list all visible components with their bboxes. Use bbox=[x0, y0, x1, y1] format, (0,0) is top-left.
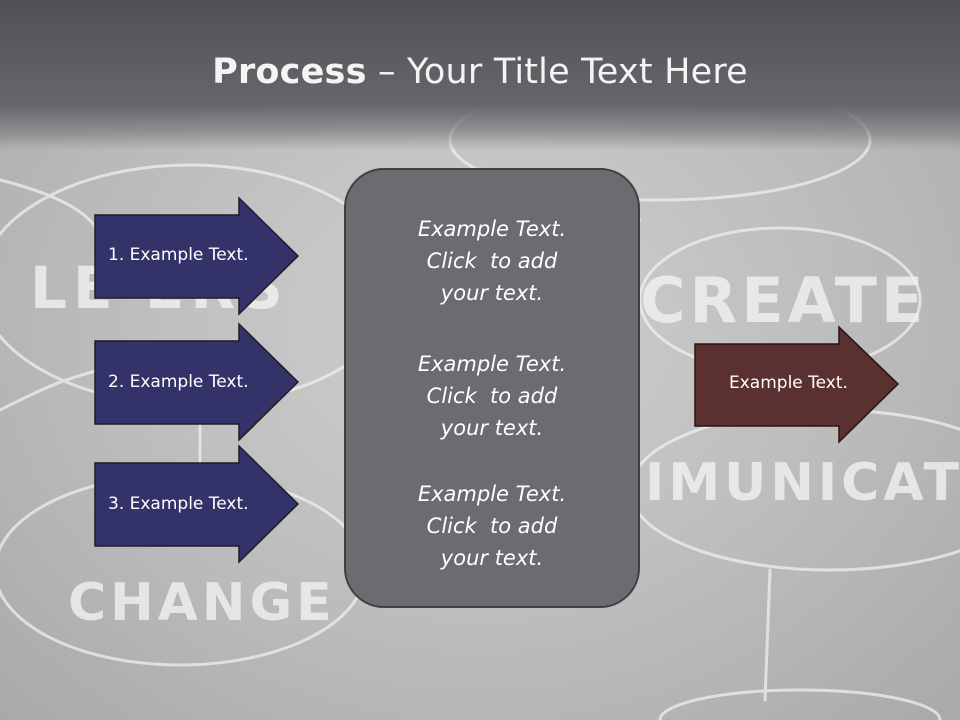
right-arrow-label: Example Text. bbox=[729, 373, 848, 393]
center-text-block-1[interactable]: Example Text. Click to add your text. bbox=[344, 213, 640, 309]
left-arrow-3-label: 3. Example Text. bbox=[108, 494, 249, 514]
left-arrow-1-label: 1. Example Text. bbox=[108, 245, 249, 265]
center-text-2-line3: your text. bbox=[440, 416, 544, 440]
center-text-2-line1: Example Text. bbox=[417, 352, 567, 376]
title-rest: – Your Title Text Here bbox=[366, 52, 748, 92]
left-arrow-1[interactable] bbox=[94, 196, 300, 316]
sketch-word-change: CHANGE bbox=[68, 573, 336, 633]
title-band bbox=[0, 0, 960, 150]
right-arrow[interactable] bbox=[694, 325, 900, 444]
sketch-word-communicate: IMUNICATE bbox=[645, 453, 960, 513]
center-text-3-line2: Click to add bbox=[426, 514, 558, 538]
center-text-3-line3: your text. bbox=[440, 546, 544, 570]
sketch-word-create: CREATE bbox=[640, 264, 927, 337]
center-content-box[interactable] bbox=[344, 168, 640, 608]
sketch-line-3 bbox=[763, 568, 772, 702]
center-text-block-3[interactable]: Example Text. Click to add your text. bbox=[344, 478, 640, 574]
sketch-line-5 bbox=[0, 368, 102, 412]
left-arrow-3[interactable] bbox=[94, 444, 300, 564]
left-arrow-2-label: 2. Example Text. bbox=[108, 372, 249, 392]
slide-title[interactable]: Process – Your Title Text Here bbox=[0, 52, 960, 92]
center-text-block-2[interactable]: Example Text. Click to add your text. bbox=[344, 348, 640, 444]
center-text-3-line1: Example Text. bbox=[417, 482, 567, 506]
title-bold: Process bbox=[212, 52, 367, 92]
sketch-ellipse-bottom bbox=[658, 688, 942, 720]
left-arrow-2[interactable] bbox=[94, 322, 300, 442]
center-text-1-line2: Click to add bbox=[426, 249, 558, 273]
center-text-1-line1: Example Text. bbox=[417, 217, 567, 241]
center-text-2-line2: Click to add bbox=[426, 384, 558, 408]
center-text-1-line3: your text. bbox=[440, 281, 544, 305]
